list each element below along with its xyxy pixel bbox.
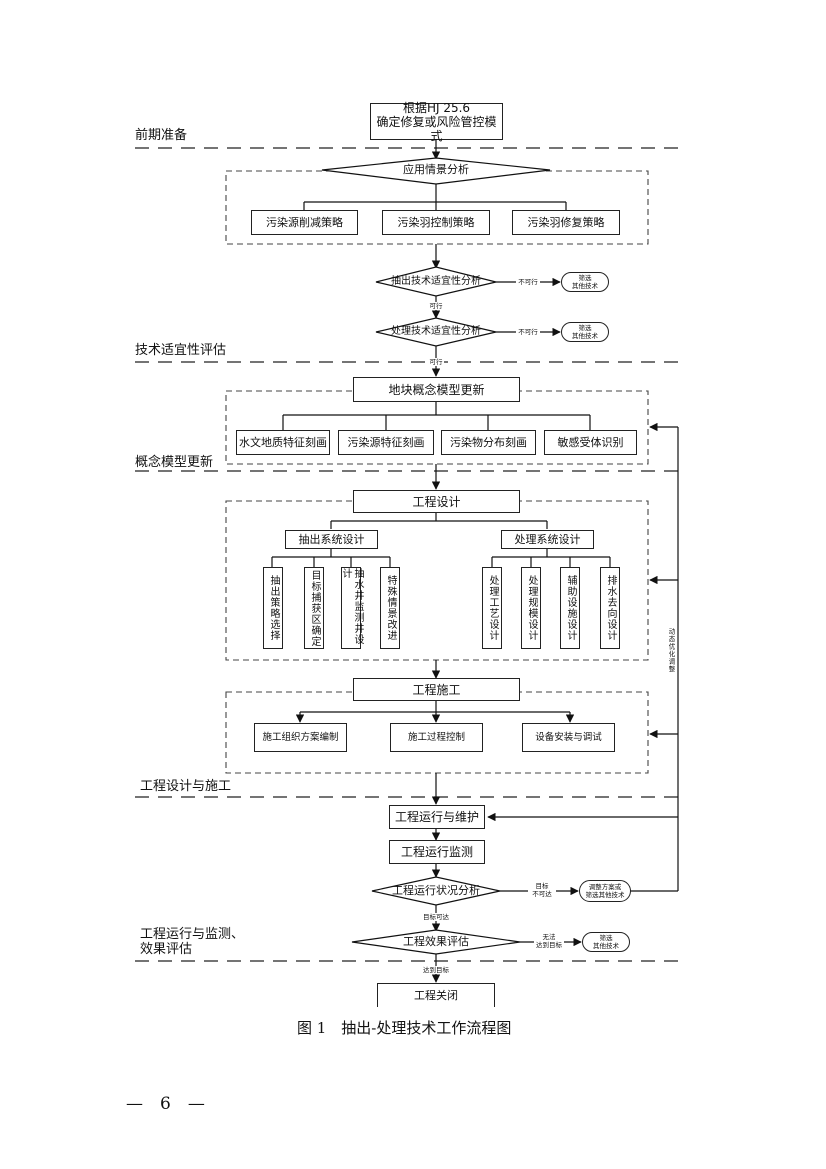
section-label-operation-1: 工程运行与监测、: [140, 927, 245, 942]
operation-monitoring-node: 工程运行监测: [389, 840, 485, 864]
status-analysis-decision: 工程运行状况分析: [392, 884, 480, 897]
edge-label-target-unreachable-1: 目标: [528, 882, 556, 890]
extract-system-design: 抽出系统设计: [285, 530, 378, 549]
start-node: 根据HJ 25.6 确定修复或风险管控模式: [370, 100, 503, 143]
section-label-operation-2: 效果评估: [140, 942, 193, 957]
edge-label-infeasible-2: 不可行: [516, 328, 540, 336]
treat-item: 排水去向设计: [600, 567, 620, 649]
start-node-line2: 确定修复或风险管控模式: [376, 114, 497, 143]
model-item-hydrogeology: 水文地质特征刻画: [236, 430, 330, 455]
model-update-node: 地块概念模型更新: [353, 377, 520, 402]
terminal-adjust: 调整方案或 筛选其他技术: [579, 880, 631, 902]
terminal-other-tech-3: 筛选 其他技术: [582, 932, 630, 952]
section-label-prep: 前期准备: [135, 128, 188, 143]
terminal-other-tech-2: 筛选 其他技术: [561, 322, 609, 342]
construction-item-plan: 施工组织方案编制: [254, 723, 347, 752]
closure-node: 工程关闭: [377, 983, 495, 1007]
treat-item: 处理规模设计: [521, 567, 541, 649]
engineering-design-node: 工程设计: [353, 490, 520, 513]
edge-label-reached: 达到目标: [421, 966, 451, 974]
strategy-plume-control: 污染羽控制策略: [382, 210, 490, 235]
scenario-decision: 应用情景分析: [403, 163, 469, 176]
treat-suitability-decision: 处理技术适宜性分析: [391, 326, 481, 337]
edge-label-cannot-reach-1: 无法: [534, 933, 564, 941]
section-label-design-construction: 工程设计与施工: [140, 779, 232, 794]
extract-item: 抽出策略选择: [263, 567, 283, 649]
model-item-receptor: 敏感受体识别: [544, 430, 637, 455]
strategy-plume-remediation: 污染羽修复策略: [512, 210, 620, 235]
section-label-suitability: 技术适宜性评估: [135, 343, 227, 358]
model-item-distribution: 污染物分布刻画: [441, 430, 536, 455]
edge-label-target-reachable: 目标可达: [421, 913, 451, 921]
extract-item: 目标捕获区确定: [304, 567, 324, 649]
extract-item: 抽水井监测井设计: [340, 567, 363, 649]
operation-maintenance-node: 工程运行与维护: [389, 805, 485, 829]
treat-item: 处理工艺设计: [482, 567, 502, 649]
edge-label-infeasible-1: 不可行: [516, 278, 540, 286]
effect-evaluation-decision: 工程效果评估: [403, 935, 469, 948]
edge-label-feasible-2: 可行: [428, 358, 444, 366]
strategy-source-reduction: 污染源削减策略: [251, 210, 358, 235]
frame-design: [225, 500, 649, 661]
extract-suitability-decision: 抽出技术适宜性分析: [391, 276, 481, 287]
terminal-other-tech-1: 筛选 其他技术: [561, 272, 609, 292]
page-number: — 6 —: [126, 1094, 205, 1114]
edge-label-target-unreachable-2: 不可达: [528, 890, 556, 898]
construction-item-control: 施工过程控制: [390, 723, 483, 752]
section-label-model: 概念模型更新: [135, 455, 214, 470]
edge-label-feasible-1: 可行: [428, 302, 444, 310]
diamond-scenario: [321, 157, 551, 185]
model-item-source: 污染源特征刻画: [338, 430, 434, 455]
construction-item-install: 设备安装与调试: [522, 723, 615, 752]
construction-node: 工程施工: [353, 678, 520, 701]
start-node-line1: 根据HJ 25.6: [402, 100, 471, 115]
treat-system-design: 处理系统设计: [501, 530, 594, 549]
feedback-label: 动态优化调整: [667, 628, 675, 673]
extract-item: 特殊情景改进: [380, 567, 400, 649]
edge-label-cannot-reach-2: 达到目标: [534, 941, 564, 949]
figure-caption: 图 1 抽出-处理技术工作流程图: [297, 1019, 512, 1037]
treat-item: 辅助设施设计: [560, 567, 580, 649]
